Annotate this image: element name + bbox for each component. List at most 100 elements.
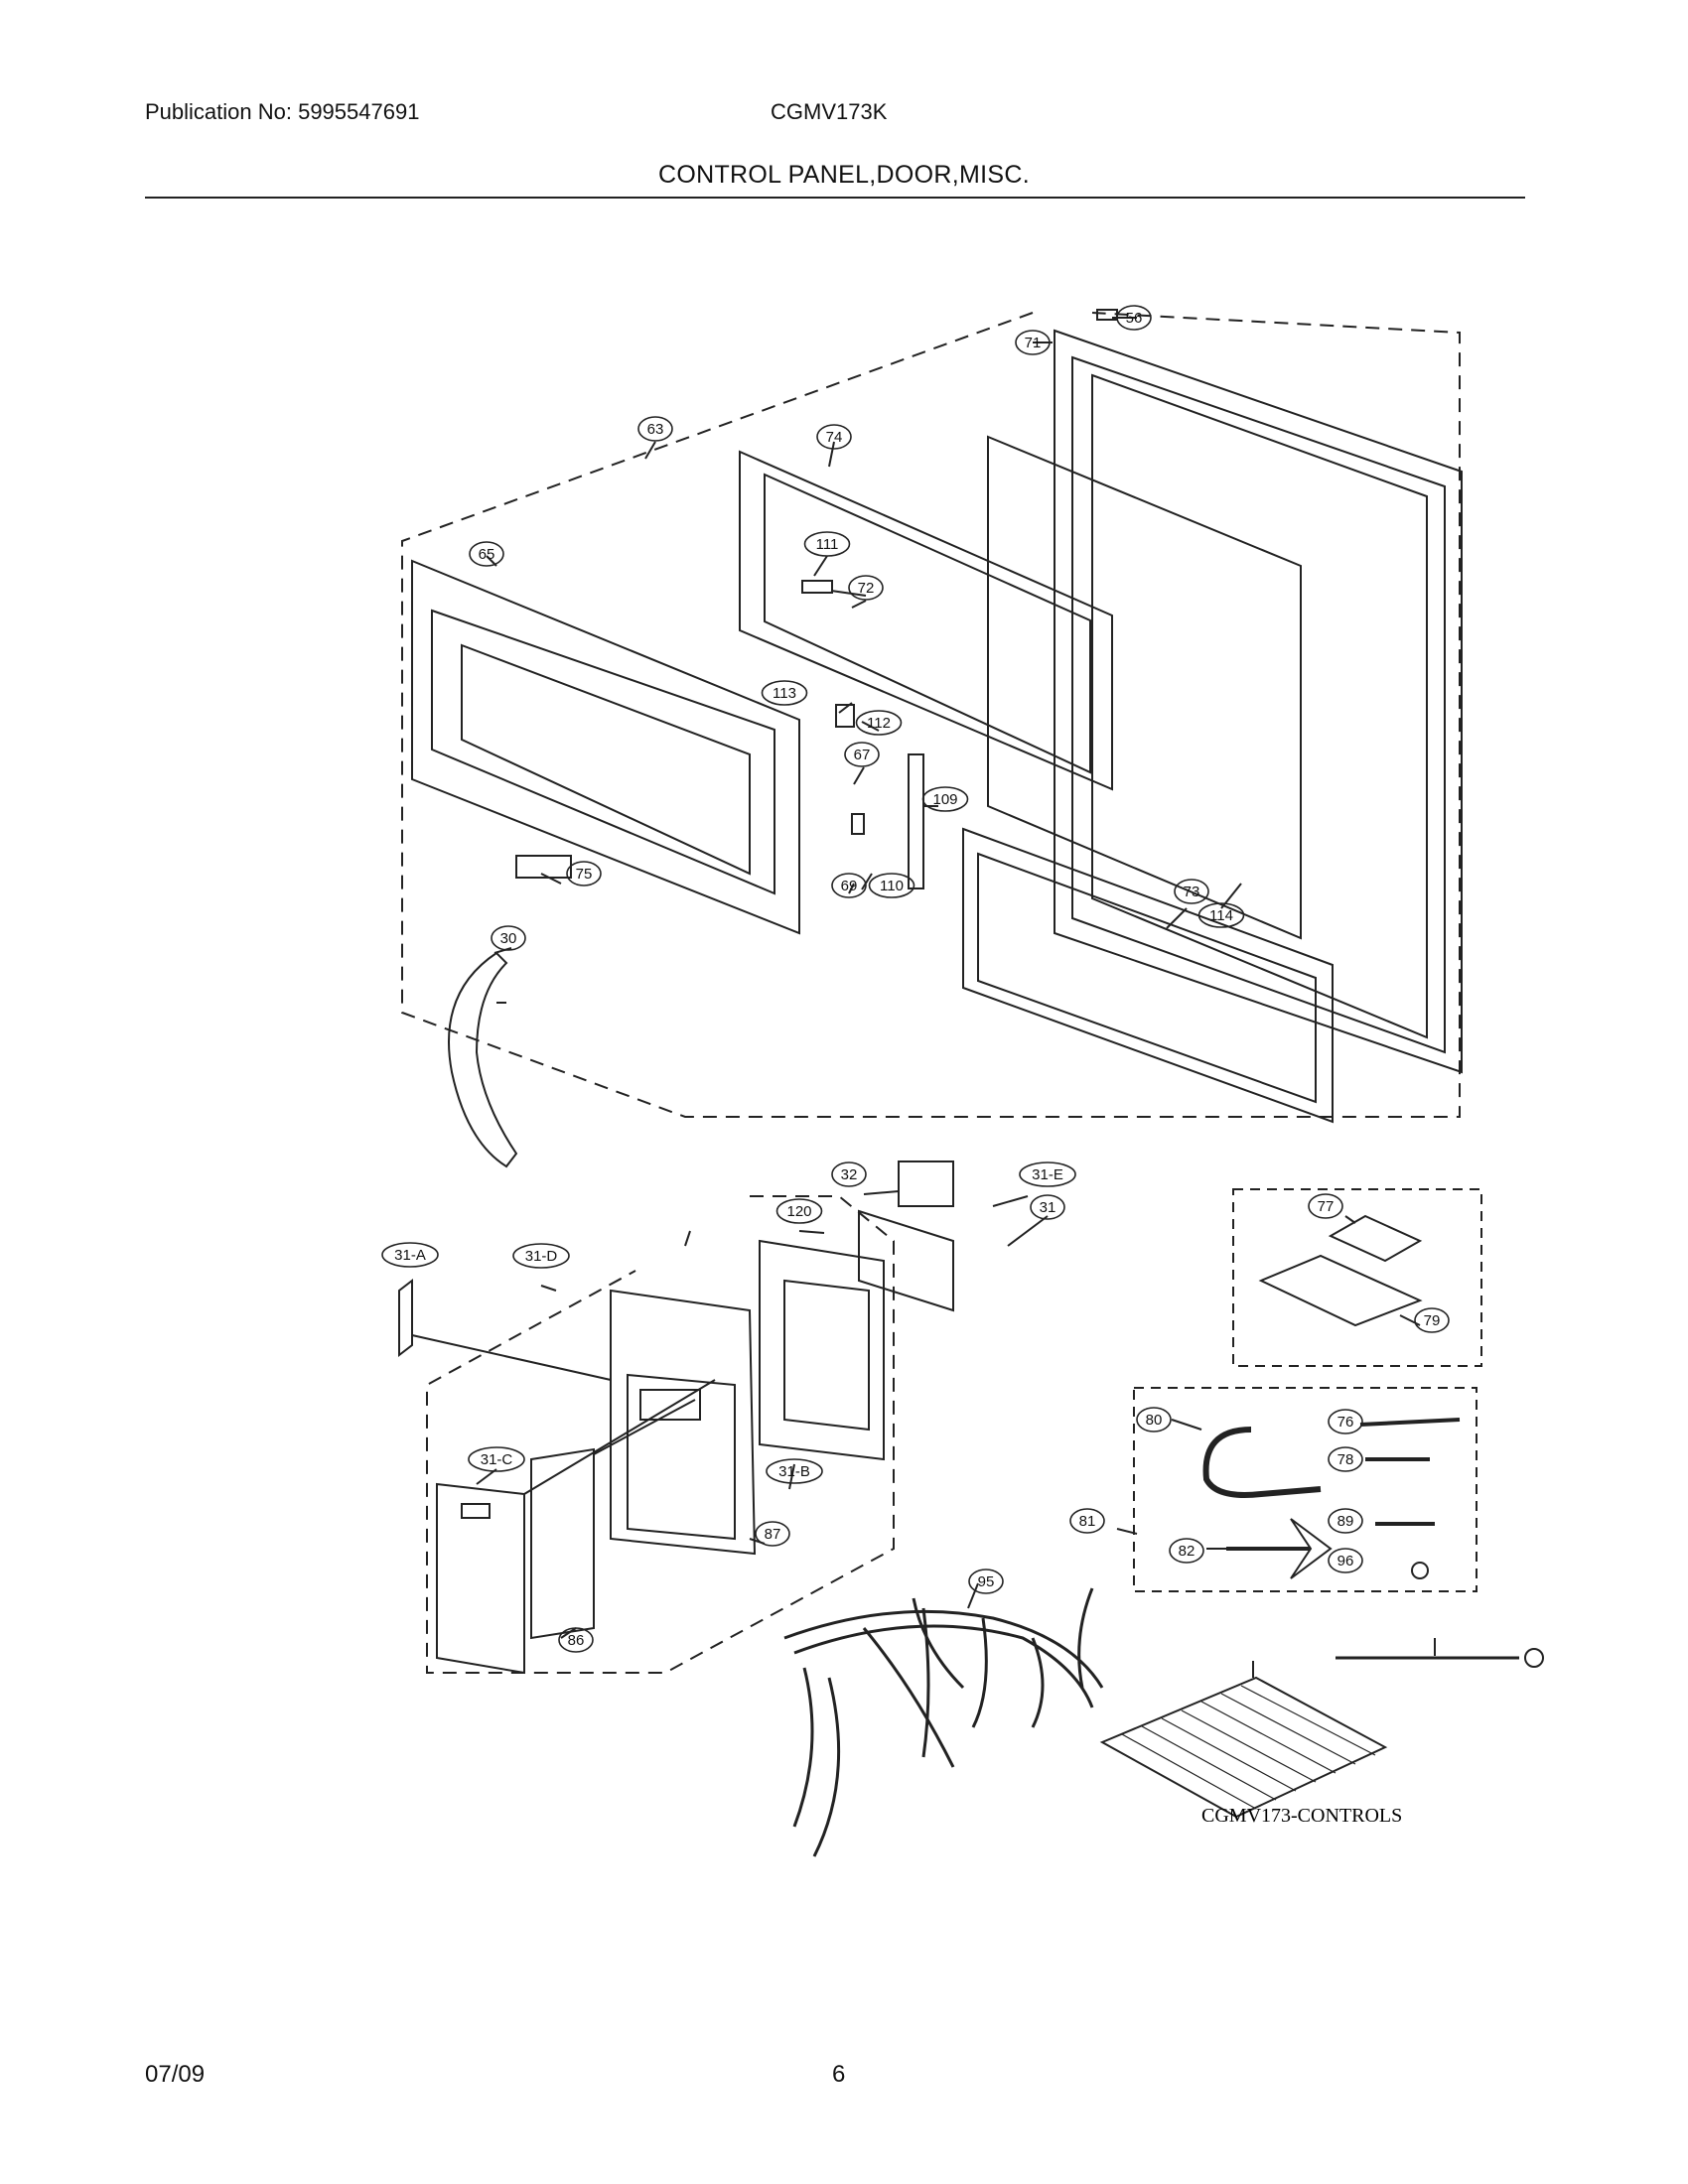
owner-manual (1258, 1254, 1423, 1327)
section-title: CONTROL PANEL,DOOR,MISC. (658, 161, 1030, 189)
callout-label-96: 96 (1337, 1553, 1354, 1570)
callout-oval-73 (1174, 879, 1209, 904)
callout-label-31-C: 31-C (481, 1451, 513, 1468)
callout-label-31-D: 31-D (525, 1248, 558, 1265)
callout-label-82: 82 (1179, 1543, 1196, 1560)
callout-label-113: 113 (773, 685, 796, 702)
callout-oval-30 (491, 925, 526, 951)
pcb-board (759, 1239, 885, 1461)
callout-label-65: 65 (479, 546, 495, 563)
door-frame (1054, 329, 1463, 1074)
callout-label-86: 86 (568, 1632, 585, 1649)
callout-oval-72 (848, 575, 884, 601)
callout-oval-74 (816, 424, 852, 450)
callout-oval-81 (1069, 1508, 1105, 1534)
callout-oval-32 (831, 1161, 867, 1187)
door-glass (962, 827, 1334, 1124)
door-handle (448, 951, 518, 1168)
callout-oval-113 (761, 680, 808, 706)
callout-oval-96 (1328, 1548, 1363, 1573)
door-inner-frame (739, 450, 1113, 791)
callout-label-114: 114 (1209, 907, 1233, 924)
callout-label-72: 72 (858, 580, 875, 597)
callout-oval-77 (1308, 1193, 1343, 1219)
callout-label-87: 87 (765, 1526, 781, 1543)
callout-label-73: 73 (1184, 884, 1200, 900)
callout-label-80: 80 (1146, 1412, 1163, 1429)
callout-oval-89 (1328, 1508, 1363, 1534)
callout-label-78: 78 (1337, 1451, 1354, 1468)
model-number: CGMV173K (771, 99, 888, 124)
oven-rack (1099, 1676, 1388, 1819)
callout-label-31-E: 31-E (1032, 1166, 1063, 1183)
callout-oval-87 (755, 1521, 790, 1547)
callout-label-76: 76 (1337, 1414, 1354, 1431)
callout-label-69: 69 (841, 878, 858, 894)
control-board-cover (530, 1447, 595, 1640)
callout-label-112: 112 (867, 715, 891, 732)
header-rule (145, 197, 1525, 199)
callout-label-32: 32 (841, 1166, 858, 1183)
door-assembly-boundary (401, 312, 1461, 1118)
callout-oval-71 (1015, 330, 1051, 355)
callout-oval-31 (1030, 1194, 1065, 1220)
membrane-switch (436, 1482, 525, 1675)
callout-label-71: 71 (1025, 335, 1042, 351)
control-panel-housing (610, 1289, 757, 1556)
callout-label-111: 111 (816, 536, 839, 553)
callout-oval-31-E (1019, 1161, 1076, 1187)
callout-label-110: 110 (880, 878, 904, 894)
membrane-window (461, 1503, 491, 1519)
callout-oval-56 (1116, 305, 1152, 331)
latch-bracket (908, 753, 924, 889)
callout-label-81: 81 (1079, 1513, 1096, 1530)
latch-part (851, 813, 865, 835)
callout-oval-31-D (512, 1243, 570, 1269)
callout-label-67: 67 (854, 747, 871, 763)
callout-oval-80 (1136, 1407, 1172, 1433)
screw-79 (1359, 1418, 1461, 1427)
washer-82 (1411, 1562, 1429, 1579)
callout-oval-111 (803, 531, 851, 557)
callout-oval-82 (1169, 1538, 1204, 1564)
door-panel (411, 559, 800, 935)
callout-oval-120 (775, 1198, 823, 1224)
hinge-part (801, 580, 833, 594)
ring-terminal (1524, 1648, 1544, 1668)
callout-label-63: 63 (647, 421, 664, 438)
figure-code: CGMV173-CONTROLS (1201, 1805, 1402, 1827)
duct-hose (1202, 1427, 1322, 1498)
rack-wires (1121, 1685, 1376, 1810)
pcb-bracket (898, 1160, 954, 1207)
switch-part (835, 704, 855, 728)
control-board-plate (858, 1209, 954, 1312)
callout-label-31: 31 (1040, 1199, 1056, 1216)
callout-oval-78 (1328, 1446, 1363, 1472)
callout-label-31-A: 31-A (394, 1247, 426, 1264)
callout-label-109: 109 (932, 791, 957, 808)
callout-label-79: 79 (1424, 1312, 1441, 1329)
caution-label (398, 1278, 413, 1358)
callout-oval-75 (566, 861, 602, 887)
callout-oval-67 (844, 742, 880, 767)
page-number: 6 (832, 2061, 846, 2088)
wire-harness (783, 1587, 1104, 1857)
callout-label-77: 77 (1318, 1198, 1335, 1215)
callout-oval-109 (921, 786, 969, 812)
control-panel-boundary (426, 1195, 895, 1674)
callout-oval-31-C (468, 1446, 525, 1472)
callout-label-74: 74 (826, 429, 843, 446)
callout-oval-79 (1414, 1307, 1450, 1333)
manual-card (1328, 1214, 1423, 1263)
callout-oval-63 (637, 416, 673, 442)
callout-oval-69 (831, 873, 867, 898)
callout-oval-31-A (381, 1242, 439, 1268)
callout-label-56: 56 (1126, 310, 1143, 327)
callout-oval-110 (868, 873, 915, 898)
callout-oval-76 (1328, 1409, 1363, 1434)
callout-label-75: 75 (576, 866, 593, 883)
toggle-wings (1290, 1518, 1333, 1579)
callout-label-89: 89 (1337, 1513, 1354, 1530)
callout-label-95: 95 (978, 1573, 995, 1590)
callout-label-31-B: 31-B (778, 1463, 810, 1480)
